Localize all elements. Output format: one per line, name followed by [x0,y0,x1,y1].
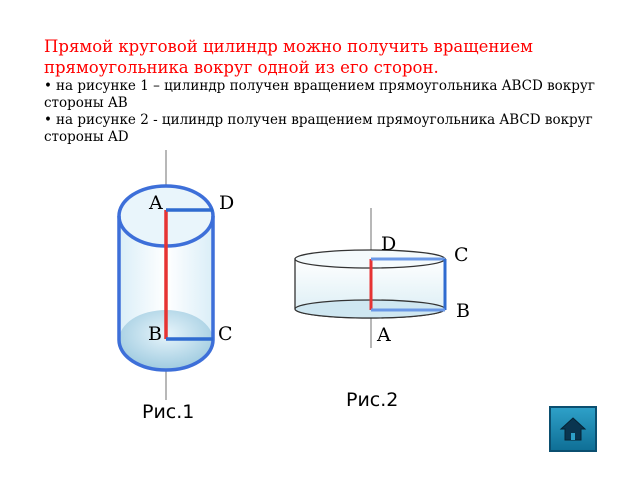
bullet-figure1-text: на рисунке 1 – цилиндр получен вращением… [44,78,595,111]
figure1-label-c: C [218,323,233,345]
home-button[interactable] [549,406,597,452]
figure1-label-a: A [148,192,163,214]
bullet-figure1: •на рисунке 1 – цилиндр получен вращение… [44,78,640,112]
figure2-caption: Рис.2 [346,389,398,411]
figure1-caption: Рис.1 [142,401,194,423]
figure2-label-a: A [376,324,391,346]
intro-text: Прямой круговой цилиндр можно получить в… [44,36,640,146]
figure1-cylinder: A D B C Рис.1 [117,150,234,423]
intro-title: Прямой круговой цилиндр можно получить в… [44,37,533,77]
figure2-label-d: D [381,233,396,255]
figure2-label-b: B [456,300,470,322]
bullet-dot: • [44,78,52,94]
bullet-figure2-text: на рисунке 2 - цилиндр получен вращением… [44,112,593,145]
figure2-cylinder: D C B A Рис.2 [294,208,470,411]
bullet-figure2: •на рисунке 2 - цилиндр получен вращение… [44,112,640,146]
home-icon [559,417,587,441]
figure1-outline [117,216,215,372]
figure1-label-b: B [148,323,162,345]
figure2-label-c: C [454,244,469,266]
bullet-dot: • [44,112,52,128]
figure1-label-d: D [219,192,234,214]
